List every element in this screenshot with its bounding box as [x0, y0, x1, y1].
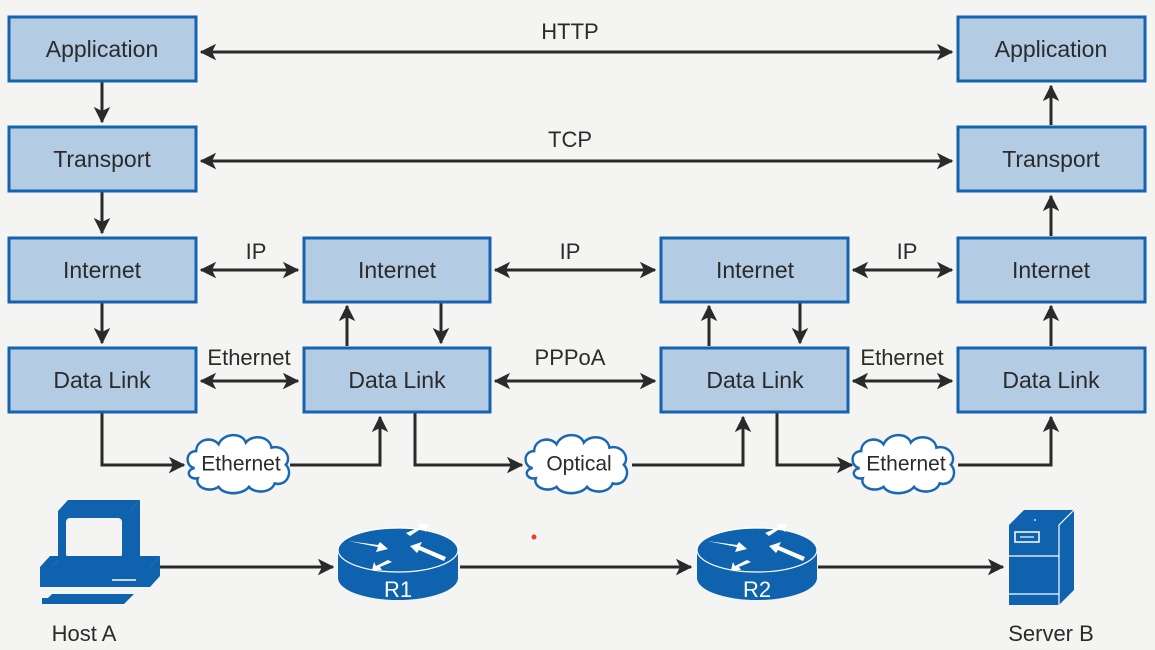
server-b-transport-box: Transport	[956, 125, 1147, 193]
path-cloud3-to-b	[958, 415, 1060, 467]
box-label: Data Link	[53, 367, 151, 393]
device-label-server-b: Server B	[1008, 621, 1094, 646]
ip-label-r1-r2: IP	[560, 239, 581, 264]
device-label-host-a: Host A	[52, 621, 117, 646]
box-label: Internet	[358, 257, 437, 283]
path-cloud2-to-r2	[632, 415, 752, 467]
path-r1-to-cloud2	[413, 413, 524, 474]
server-b-stack: Application Transport Internet Data Link	[956, 15, 1147, 414]
box-label: Internet	[1012, 257, 1091, 283]
path-cloud1-to-r1	[290, 415, 389, 467]
ethernet-label-a-r1: Ethernet	[207, 345, 290, 370]
r1-datalink-box: Data Link	[302, 346, 492, 414]
tcp-label: TCP	[548, 127, 592, 152]
ethernet-label-r2-b: Ethernet	[860, 345, 943, 370]
r2-internet-box: Internet	[659, 236, 850, 304]
host-a-internet-box: Internet	[7, 236, 198, 304]
cursor-dot	[531, 534, 537, 540]
router-icon	[337, 524, 459, 600]
box-label: Internet	[716, 257, 795, 283]
media-label-r2-b: Ethernet	[866, 453, 946, 476]
box-label: Application	[46, 36, 159, 62]
host-a-stack: Application Transport Internet Data Link	[7, 15, 198, 414]
box-label: Data Link	[706, 367, 804, 393]
router-label-r2: R2	[743, 577, 771, 602]
media-paths	[100, 413, 1060, 474]
box-label: Application	[995, 36, 1108, 62]
ip-label-a-r1: IP	[246, 239, 267, 264]
server-b-datalink-box: Data Link	[956, 346, 1147, 414]
server-b-application-box: Application	[956, 15, 1147, 83]
r2-datalink-box: Data Link	[659, 346, 850, 414]
server-b-internet-box: Internet	[956, 236, 1147, 304]
host-a-datalink-box: Data Link	[7, 346, 198, 414]
media-label-a-r1: Ethernet	[201, 453, 281, 476]
ip-label-r2-b: IP	[897, 239, 918, 264]
protocol-labels: HTTP TCP IP IP IP Ethernet PPPoA Etherne…	[207, 19, 943, 370]
r2-stack: Internet Data Link	[659, 236, 850, 414]
router-icon	[696, 524, 818, 600]
box-label: Transport	[53, 146, 151, 172]
box-label: Data Link	[348, 367, 446, 393]
box-label: Data Link	[1002, 367, 1100, 393]
media-label-r1-r2: Optical	[546, 453, 611, 476]
protocol-arrows	[199, 43, 954, 390]
pppoa-label-r1-r2: PPPoA	[535, 345, 606, 370]
router-label-r1: R1	[384, 577, 412, 602]
r1-stack: Internet Data Link	[302, 236, 492, 414]
r1-internet-box: Internet	[302, 236, 492, 304]
path-r2-to-cloud3	[775, 413, 854, 474]
box-label: Internet	[63, 257, 142, 283]
http-label: HTTP	[541, 19, 598, 44]
box-label: Transport	[1002, 146, 1100, 172]
host-a-transport-box: Transport	[7, 125, 198, 193]
path-a-to-cloud1	[100, 413, 186, 474]
desktop-computer-icon	[40, 500, 160, 604]
server-tower-icon	[1009, 509, 1075, 605]
layer-arrows	[93, 82, 1060, 346]
host-a-application-box: Application	[7, 15, 198, 83]
